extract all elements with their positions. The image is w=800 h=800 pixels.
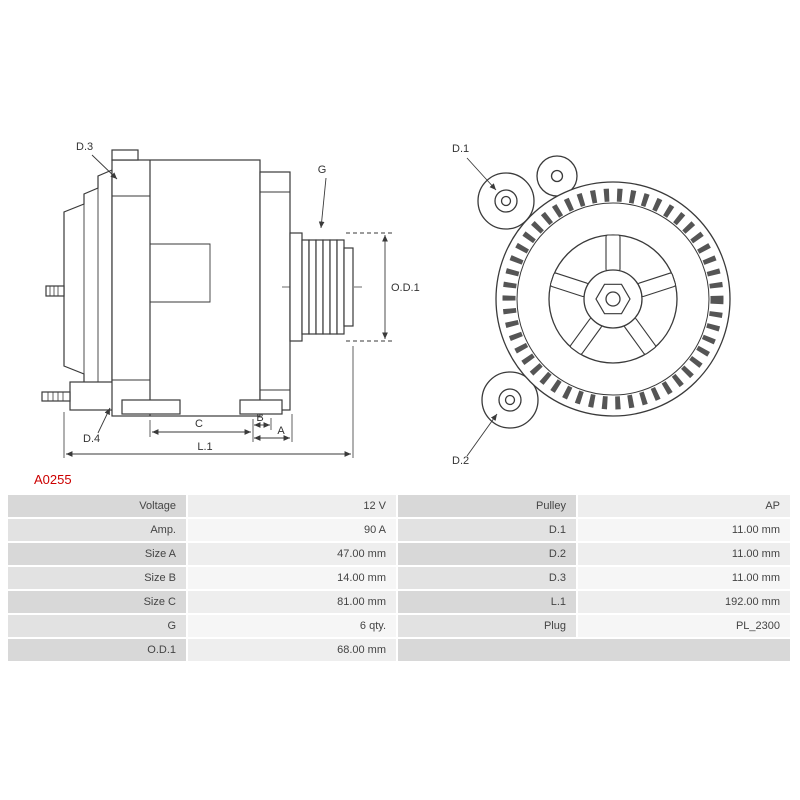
stud bbox=[45, 285, 65, 297]
dim-label-c: C bbox=[195, 418, 203, 430]
mount-hole-d2 bbox=[498, 388, 522, 412]
mount-foot bbox=[121, 399, 181, 415]
spec-label: Amp. bbox=[8, 519, 186, 541]
spec-label: G bbox=[8, 615, 186, 637]
spec-value: 12 V bbox=[188, 495, 396, 517]
spec-label: D.2 bbox=[398, 543, 576, 565]
dim-label-g: G bbox=[318, 164, 327, 176]
spec-table: Voltage 12 V Pulley AP Amp. 90 A D.1 11.… bbox=[8, 495, 792, 661]
mount-hole-d1 bbox=[494, 189, 518, 213]
spec-value: 11.00 mm bbox=[578, 543, 790, 565]
mount-foot bbox=[239, 399, 283, 415]
dim-label-d1: D.1 bbox=[452, 143, 469, 155]
dim-label-l1: L.1 bbox=[197, 441, 212, 453]
spec-value: 192.00 mm bbox=[578, 591, 790, 613]
dim-label-d4: D.4 bbox=[83, 433, 100, 445]
alternator-body bbox=[111, 159, 261, 417]
spec-value: 11.00 mm bbox=[578, 519, 790, 541]
spec-value: 14.00 mm bbox=[188, 567, 396, 589]
part-number: A0255 bbox=[34, 472, 72, 487]
spec-value: 90 A bbox=[188, 519, 396, 541]
spec-label: D.1 bbox=[398, 519, 576, 541]
front-view bbox=[477, 155, 731, 429]
spec-label: Voltage bbox=[8, 495, 186, 517]
dimensions bbox=[63, 154, 392, 458]
spec-value: 11.00 mm bbox=[578, 567, 790, 589]
spec-value: 47.00 mm bbox=[188, 543, 396, 565]
spec-value: 68.00 mm bbox=[188, 639, 396, 661]
spec-label: Pulley bbox=[398, 495, 576, 517]
shaft-nut bbox=[595, 283, 631, 315]
spec-label: Plug bbox=[398, 615, 576, 637]
stud bbox=[41, 391, 71, 402]
spec-label: Size C bbox=[8, 591, 186, 613]
dim-label-d3: D.3 bbox=[76, 141, 93, 153]
spec-cell-empty bbox=[398, 639, 790, 661]
dim-label-a: A bbox=[277, 425, 285, 437]
spec-value: PL_2300 bbox=[578, 615, 790, 637]
spec-value: AP bbox=[578, 495, 790, 517]
dim-label-od1: O.D.1 bbox=[391, 282, 420, 294]
alternator-diagram: D.3 G O.D.1 D.4 C B A L.1 bbox=[41, 141, 731, 467]
spec-value: 6 qty. bbox=[188, 615, 396, 637]
front-view-leaders bbox=[466, 157, 498, 457]
side-view bbox=[41, 149, 362, 417]
dim-label-d2: D.2 bbox=[452, 455, 469, 467]
spec-label: L.1 bbox=[398, 591, 576, 613]
dim-label-b: B bbox=[256, 412, 263, 424]
spec-value: 81.00 mm bbox=[188, 591, 396, 613]
spec-label: Size B bbox=[8, 567, 186, 589]
product-spec-page: D.3 G O.D.1 D.4 C B A L.1 bbox=[8, 141, 792, 661]
pulley bbox=[282, 232, 362, 342]
spec-label: D.3 bbox=[398, 567, 576, 589]
spec-label: O.D.1 bbox=[8, 639, 186, 661]
spec-label: Size A bbox=[8, 543, 186, 565]
